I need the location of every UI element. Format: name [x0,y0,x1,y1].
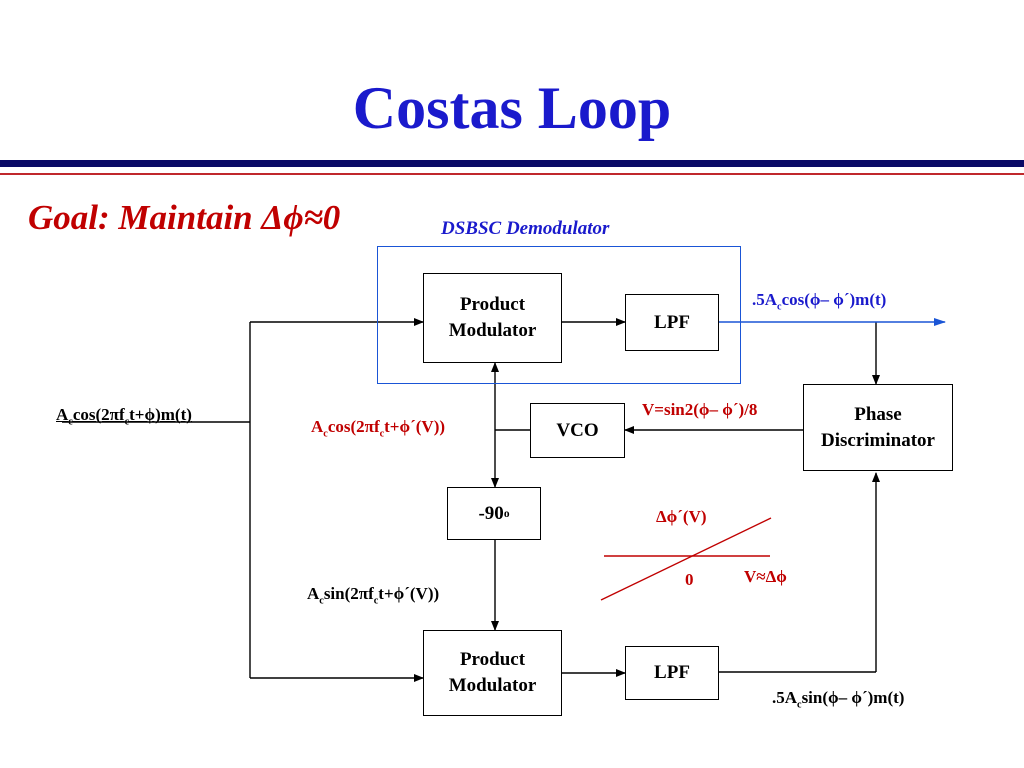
title-rule-thin [0,173,1024,175]
phase-shift-label: -90 [478,502,504,524]
input-signal-label: Accos(2πfct+ϕ)m(t) [56,405,192,428]
vco-output-label: Accos(2πfct+ϕ´(V)) [311,417,446,440]
dsbsc-demodulator-frame [377,246,741,384]
phase-shift-degree: o [503,507,510,520]
lpf-bottom-block: LPF [625,646,719,700]
top-output-label: .5Accos(ϕ– ϕ´)m(t) [752,290,887,313]
product-modulator-top-block: Product Modulator [423,273,562,363]
dsbsc-demodulator-label: DSBSC Demodulator [441,218,610,239]
vco-block: VCO [530,403,625,458]
phase-discriminator-block: Phase Discriminator [803,384,953,471]
title-rule-thick [0,160,1024,167]
slide-title: Costas Loop [352,75,672,141]
inset-graph-origin: 0 [685,570,694,589]
bottom-output-label: .5Acsin(ϕ– ϕ´)m(t) [772,688,905,711]
lpf-top-block: LPF [625,294,719,351]
goal-text: Goal: Maintain Δϕ≈0 [28,198,341,237]
shifted-signal-label: Acsin(2πfct+ϕ´(V)) [307,584,440,607]
inset-graph-y-label: Δϕ´(V) [656,507,707,526]
product-modulator-bottom-block: Product Modulator [423,630,562,716]
inset-graph-x-label: V≈Δϕ [744,567,787,586]
inset-graph-characteristic [600,517,772,601]
control-voltage-label: V=sin2(ϕ– ϕ´)/8 [642,400,758,419]
